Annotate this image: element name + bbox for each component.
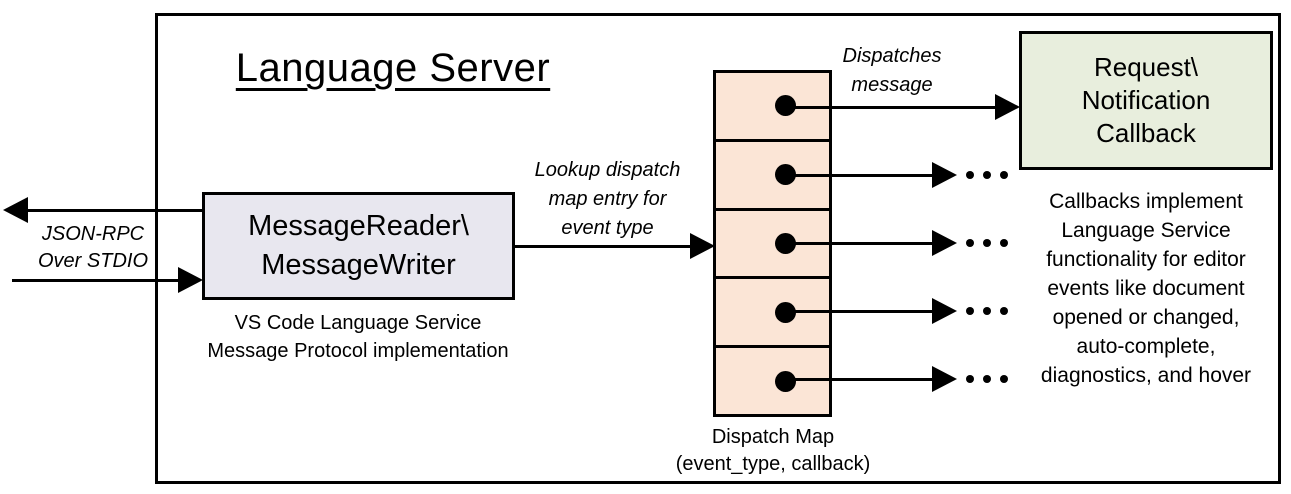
dispatch-arrow-3-head-icon: [932, 230, 957, 256]
ellipsis-icon: [966, 239, 1008, 247]
dispatch-arrow-4-line: [786, 310, 934, 313]
map-entry-dot-icon: [775, 370, 796, 392]
ellipsis-icon: [966, 375, 1008, 383]
dispatch-arrow-4-head-icon: [932, 298, 957, 324]
diagram-title: Language Server: [235, 46, 551, 90]
ellipsis-icon: [966, 171, 1008, 179]
lookup-dispatch-label: Lookup dispatch map entry for event type: [534, 159, 681, 239]
dispatch-map-label: Dispatch Map (event_type, callback): [675, 426, 871, 475]
dispatch-map: [713, 70, 832, 417]
dispatch-arrow-2-head-icon: [932, 162, 957, 188]
message-reader-writer-label: MessageReader\ MessageWriter: [248, 210, 469, 281]
dispatch-arrow-5-head-icon: [932, 366, 957, 392]
map-entry-dot-icon: [775, 164, 796, 186]
request-notification-callback-box: Request\ Notification Callback: [1019, 31, 1273, 170]
lookup-arrowhead-icon: [690, 233, 715, 259]
lookup-arrow-line: [514, 245, 692, 248]
dispatch-map-cell: [716, 138, 829, 208]
stdio-in-arrow-line: [12, 279, 180, 282]
dispatch-arrow-5-line: [786, 378, 934, 381]
stdio-out-arrowhead-icon: [3, 197, 28, 223]
dispatch-map-cell: [716, 345, 829, 414]
dispatch-map-cell: [716, 207, 829, 277]
map-entry-dot-icon: [775, 301, 796, 323]
callbacks-description: Callbacks implement Language Service fun…: [1040, 190, 1252, 387]
ellipsis-icon: [966, 307, 1008, 315]
dispatch-map-cell: [716, 276, 829, 345]
message-reader-writer-box: MessageReader\ MessageWriter: [202, 192, 515, 300]
stdio-out-arrow-line: [8, 209, 202, 212]
callback-box-label: Request\ Notification Callback: [1081, 52, 1211, 148]
language-server-boundary: [155, 13, 1281, 484]
dispatch-arrow-1-head-icon: [995, 94, 1020, 120]
dispatch-arrow-2-line: [786, 174, 934, 177]
dispatch-map-cell: [716, 73, 829, 139]
reader-caption: VS Code Language Service Message Protoco…: [207, 312, 509, 362]
json-rpc-stdio-label: JSON-RPC Over STDIO: [37, 223, 148, 272]
dispatch-arrow-1-line: [786, 106, 996, 109]
dispatch-arrow-3-line: [786, 242, 934, 245]
map-entry-dot-icon: [775, 232, 796, 254]
map-entry-dot-icon: [775, 95, 796, 117]
dispatches-message-label: Dispatches message: [842, 45, 942, 96]
stdio-in-arrowhead-icon: [178, 267, 203, 293]
